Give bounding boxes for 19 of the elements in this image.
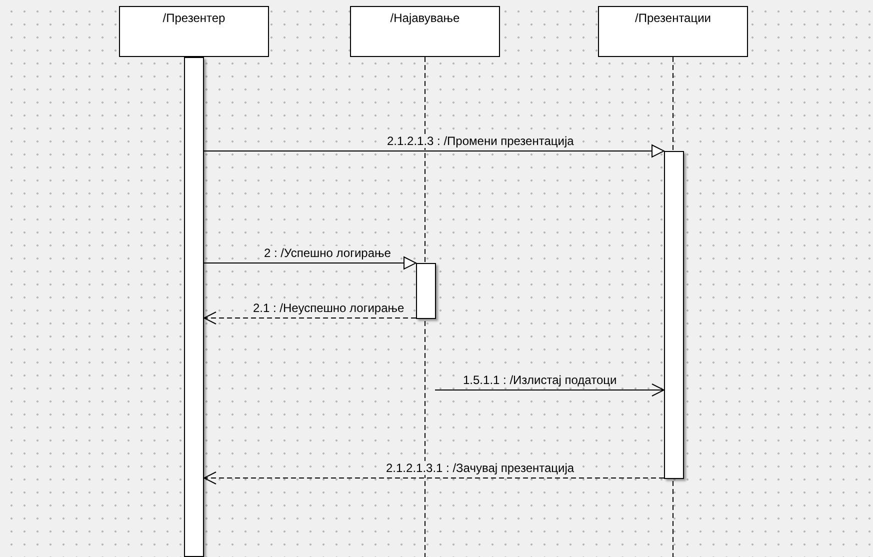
lifeline-header-box: [350, 6, 500, 57]
edge-label: 2 : /Успешно логирање: [263, 246, 392, 260]
edge-label: 1.5.1.1 : /Излистај податоци: [462, 373, 618, 387]
message-arrow: [434, 384, 664, 396]
edge-label: 2.1.2.1.3.1 : /Зачувај презентација: [385, 461, 576, 475]
activation-bar: [664, 151, 684, 479]
return-message-arrow: [204, 472, 664, 484]
return-message-arrow: [204, 312, 416, 324]
lifeline-name: /Најавување: [389, 10, 461, 25]
lifeline-header-box: [119, 6, 269, 57]
activation-bar: [184, 57, 204, 557]
activation-bar: [416, 263, 436, 319]
message-arrow: [204, 144, 664, 158]
edge-label: 2.1.2.1.3 : /Промени презентација: [386, 134, 575, 148]
lifeline-header-box: [598, 6, 748, 57]
edge-label: 2.1 : /Неуспешно логирање: [252, 301, 406, 315]
lifeline-name: /Презентер: [162, 10, 226, 25]
lifeline-name: /Презентации: [634, 10, 712, 25]
message-arrow: [204, 256, 416, 270]
